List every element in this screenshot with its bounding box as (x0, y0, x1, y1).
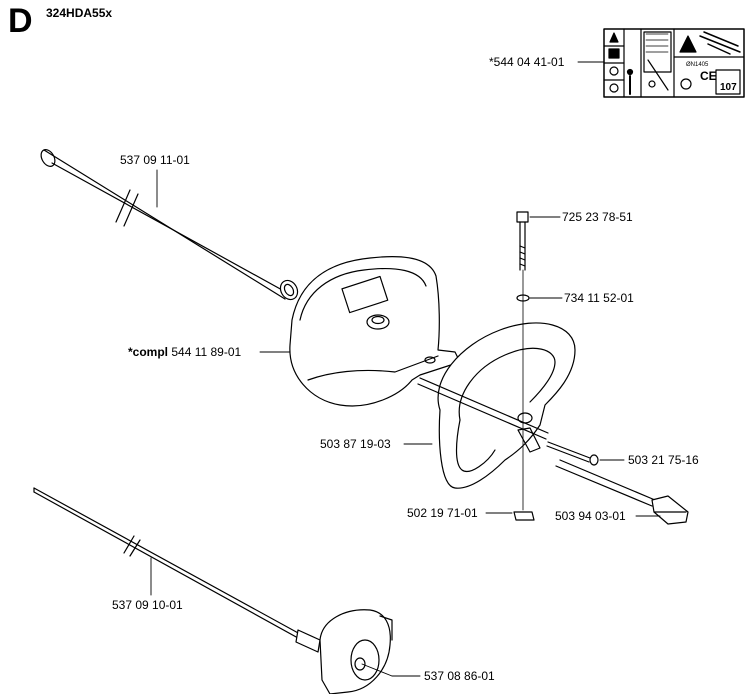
screw-drawing (546, 441, 599, 466)
decal-ce-mark: CE (700, 69, 717, 83)
handle-drawing (417, 322, 576, 489)
part-label-guard-prefix: *compl (128, 345, 169, 359)
safety-decal: ØN1405 CE 107 (603, 28, 745, 98)
part-label-handle-holder: 503 94 03-01 (555, 509, 626, 523)
bolt-drawing (516, 211, 529, 511)
decal-text: ØN1405 (686, 62, 709, 68)
shaft-tube-drawing (40, 149, 299, 301)
bearing-housing-drawing (295, 609, 393, 694)
part-label-screw: 503 21 75-16 (628, 453, 699, 467)
part-label-drive-shaft: 537 09 10-01 (112, 598, 183, 612)
drive-shaft-drawing (33, 487, 301, 639)
part-label-decal: *544 04 41-01 (489, 55, 565, 69)
leader-lines (150, 61, 661, 677)
part-label-guard: *compl 544 11 89-01 (128, 346, 241, 358)
nut-drawing (513, 511, 535, 521)
part-label-guard-number: 544 11 89-01 (171, 345, 242, 359)
part-label-handle: 503 87 19-03 (320, 437, 391, 451)
part-label-shaft-tube: 537 09 11-01 (120, 153, 190, 167)
handle-holder-drawing (555, 459, 689, 525)
part-label-washer: 734 11 52-01 (564, 291, 634, 305)
part-label-bearing-housing: 537 08 86-01 (424, 669, 495, 683)
part-label-nut: 502 19 71-01 (407, 506, 478, 520)
model-number: 324HDA55x (46, 6, 113, 20)
guard-drawing (289, 255, 461, 407)
section-letter: D (8, 2, 33, 40)
decal-noise-level: 107 (720, 82, 737, 93)
washer-drawing (516, 294, 530, 302)
part-label-bolt: 725 23 78-51 (562, 210, 633, 224)
